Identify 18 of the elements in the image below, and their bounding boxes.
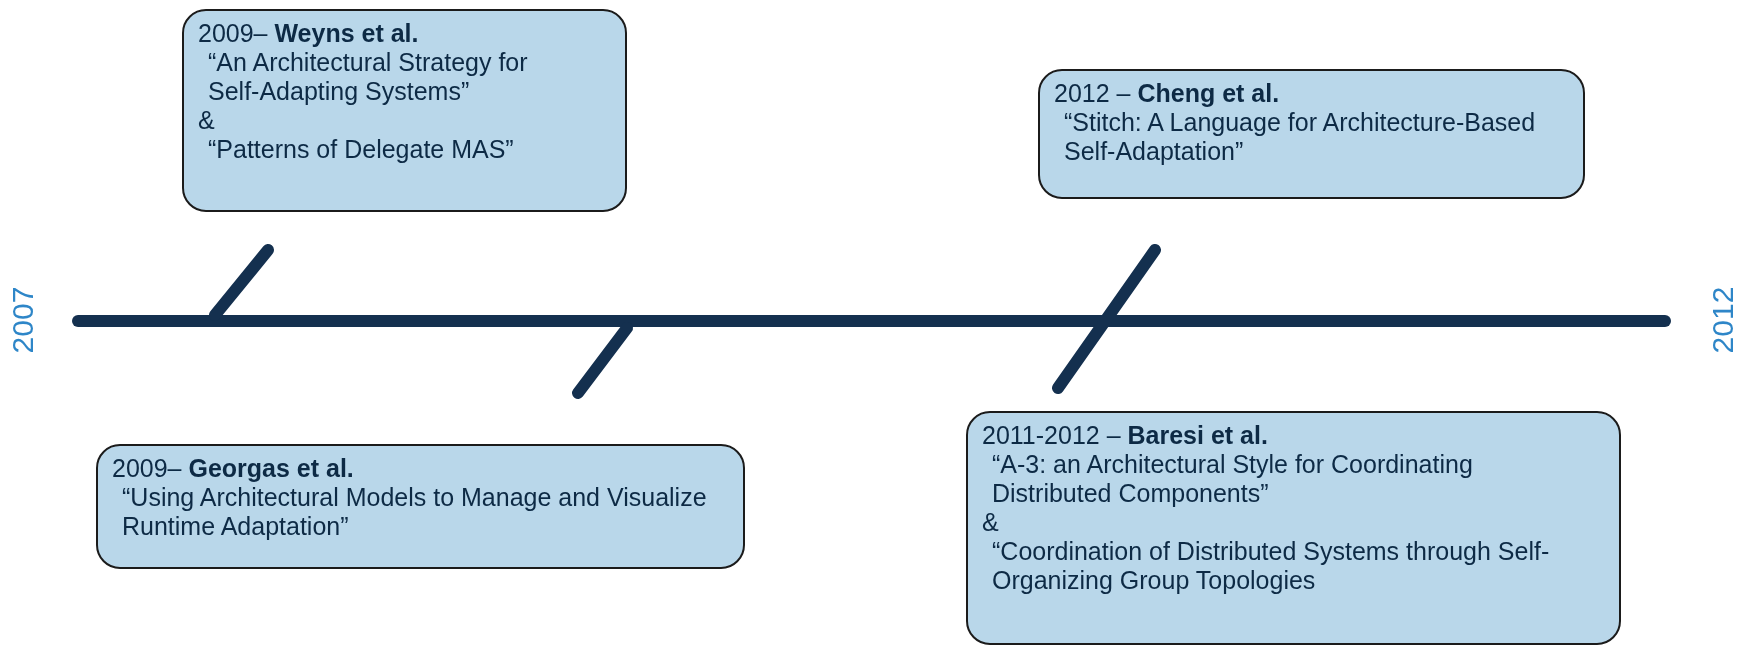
event-box xyxy=(96,444,745,569)
event-box xyxy=(1038,69,1585,199)
event-box xyxy=(966,411,1621,645)
ampersand-text: & xyxy=(982,508,999,537)
event-box xyxy=(182,9,627,212)
author-heading: 2009– Georgas et al. xyxy=(112,454,354,483)
paper-title: “Stitch: A Language for Architecture-Based Self-Adaptation” xyxy=(1064,108,1537,166)
paper-title: “An Architectural Strategy for Self-Adapting Systems” xyxy=(208,48,529,106)
ampersand-text: & xyxy=(198,106,215,135)
author-heading: 2012 – Cheng et al. xyxy=(1054,79,1280,108)
paper-title: “Using Architectural Models to Manage and Visualize Runtime Adaptation” xyxy=(122,483,708,541)
year-label: 2007 xyxy=(6,286,41,354)
author-heading: 2011-2012 – Baresi et al. xyxy=(982,421,1268,450)
paper-title: “Coordination of Distributed Systems through Self-Organizing Group Topologies xyxy=(992,537,1551,595)
paper-title: “A-3: an Architectural Style for Coordinating Distributed Components” xyxy=(992,450,1474,508)
year-label: 2012 xyxy=(1706,286,1741,354)
paper-title: “Patterns of Delegate MAS” xyxy=(208,135,514,164)
author-heading: 2009– Weyns et al. xyxy=(198,19,419,48)
